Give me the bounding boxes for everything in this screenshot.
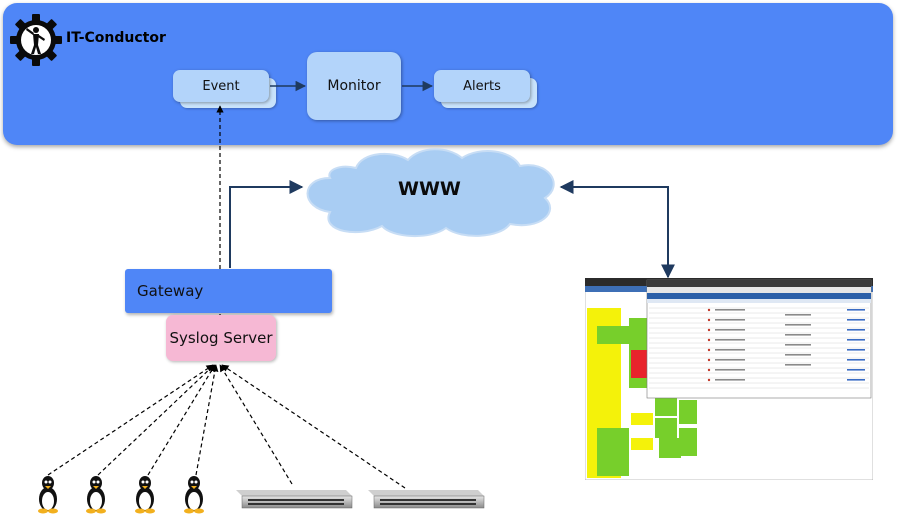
syslog-server-node: Syslog Server (166, 315, 276, 361)
dashed-host3-syslog (147, 364, 216, 476)
linux-host-1-icon (38, 476, 58, 514)
www-label: WWW (398, 178, 461, 200)
network-switch-1-icon (236, 490, 353, 509)
linux-host-4-icon (184, 476, 204, 514)
linux-host-3-icon (135, 476, 155, 514)
arrow-www-console (559, 180, 675, 279)
linux-host-2-icon (86, 476, 106, 514)
it-conductor-console-thumbnail (585, 278, 873, 480)
dashed-switch2-syslog (221, 364, 406, 489)
brand-name: IT-Conductor (66, 30, 166, 46)
alerts-node: Alerts (434, 70, 530, 102)
it-conductor-gear-icon (10, 14, 62, 66)
dashed-host4-syslog (195, 364, 219, 476)
event-node: Event (173, 70, 269, 102)
network-switch-2-icon (368, 490, 485, 509)
arrow-gateway-www (229, 180, 304, 268)
dashed-switch1-syslog (219, 364, 293, 485)
dashed-host2-syslog (97, 364, 215, 476)
monitor-node: Monitor (307, 52, 401, 120)
gateway-node: Gateway (125, 269, 332, 313)
dashed-host1-syslog (47, 364, 214, 476)
www-cloud (306, 148, 555, 238)
